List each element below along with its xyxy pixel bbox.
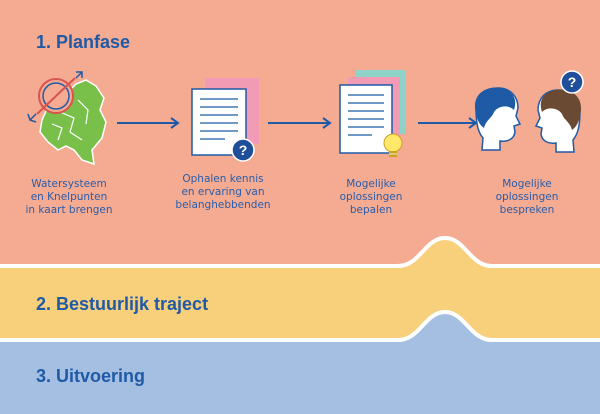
question-badge-2-glyph: ? — [568, 74, 577, 90]
phase-title-bestuurlijk: 2. Bestuurlijk traject — [36, 294, 209, 314]
step-3-line-2: oplossingen — [339, 191, 403, 203]
step-4-line-1: Mogelijke — [502, 178, 552, 190]
bestuurlijk-band — [0, 240, 600, 338]
map-compass-icon — [27, 71, 107, 166]
two-heads-discussion-icon: ? — [474, 70, 584, 153]
phase-title-uitvoering: 3. Uitvoering — [36, 366, 146, 386]
arrow-2 — [268, 117, 332, 129]
step-2-line-3: belanghebbenden — [175, 199, 271, 211]
step-1-line-1: Watersysteem — [31, 178, 107, 190]
arrow-3 — [418, 117, 478, 129]
step-label-4: Mogelijke oplossingen bespreken — [462, 178, 592, 217]
step-3-line-3: bepalen — [349, 204, 393, 216]
arrow-1 — [117, 117, 180, 129]
step-2-line-2: en ervaring van — [181, 186, 265, 198]
step-1-line-3: in kaart brengen — [25, 204, 113, 216]
phase-title-planfase: 1. Planfase — [36, 32, 131, 52]
step-2-line-1: Ophalen kennis — [182, 173, 264, 185]
step-label-3: Mogelijke oplossingen bepalen — [306, 178, 436, 217]
documents-question-icon: ? — [191, 78, 259, 162]
step-4-line-3: bespreken — [499, 204, 555, 216]
step-label-2: Ophalen kennis en ervaring van belangheb… — [158, 173, 288, 212]
documents-lightbulb-icon — [339, 70, 406, 157]
step-3-line-1: Mogelijke — [346, 178, 396, 190]
step-label-1: Watersysteem en Knelpunten in kaart bren… — [4, 178, 134, 217]
step-1-line-2: en Knelpunten — [30, 191, 108, 203]
question-badge-1 — [231, 138, 255, 162]
planfase-band — [0, 0, 600, 264]
question-badge-1-glyph: ? — [239, 142, 248, 158]
question-badge-2 — [560, 70, 584, 94]
step-4-line-2: oplossingen — [495, 191, 559, 203]
uitvoering-band — [0, 314, 600, 414]
